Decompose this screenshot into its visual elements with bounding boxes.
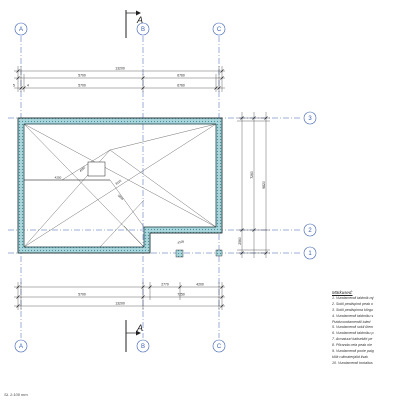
axis-bubble-c-bottom: C [212, 339, 226, 353]
note-line: 6. Vundamendi taldmiku p [332, 331, 374, 336]
svg-text:C: C [217, 344, 222, 350]
wall-outline-outer [17, 117, 223, 254]
svg-text:A: A [19, 27, 23, 33]
dimension-ticks-bottom [16, 285, 224, 308]
note-line: 8. Põranda cela peab ole [332, 343, 372, 348]
note-line: 4. Vundamendi taldmiku s [332, 313, 374, 318]
pier-block-left [175, 249, 184, 258]
note-line: 3. Sokli pealispinna kõrgu [332, 307, 373, 312]
section-marker-top: A [125, 10, 143, 38]
section-label-top: A [136, 15, 143, 25]
dim-top-left: 5 [13, 84, 15, 88]
section-label-bottom: A [136, 323, 143, 333]
dimension-ticks-top [16, 69, 224, 90]
dimension-text-bottom: 2770 4200 5700 7250 13200 [78, 283, 204, 306]
dim-bottom-right: 7250 [177, 293, 185, 297]
note-line: 10. Vundamendi tootaitus [332, 360, 373, 365]
dimension-lines-top [14, 66, 225, 92]
dimension-lines-bottom [14, 282, 225, 310]
dimension-ticks-right [240, 116, 268, 255]
axis-bubble-b-bottom: B [136, 339, 150, 353]
axis-bubble-2: 2 [303, 223, 317, 237]
note-line: kõik rullmaterjalid lisak [332, 354, 368, 359]
dim-right-lower: 2560 [238, 237, 242, 245]
dim-top-total: 13200 [115, 67, 125, 71]
dim-top-right: 6760 [177, 74, 185, 78]
note-line: 1. Vundamendi taldmik raj [332, 295, 374, 300]
svg-text:B: B [141, 344, 145, 350]
svg-text:2: 2 [308, 228, 312, 234]
dim-inner-b: 4350 [79, 165, 87, 173]
dim-bottom-b: 4200 [196, 283, 204, 287]
dim-top-right-2: 6760 [177, 84, 185, 88]
axis-bubble-b-top: B [136, 22, 150, 36]
note-line: 9. Vundamendi poole paig [332, 349, 374, 354]
svg-text:3: 3 [308, 116, 312, 122]
dim-bottom-left: 5700 [78, 293, 86, 297]
dim-inner-e: 4105 [177, 239, 185, 245]
dimension-text-right: 7260 9820 2560 [238, 171, 266, 245]
axis-bubble-c-top: C [212, 22, 226, 36]
note-line: 7. Armatuuri kaitsekiht pe [332, 337, 373, 342]
svg-text:B: B [141, 27, 145, 33]
dimension-lines-right [237, 112, 270, 258]
dimension-text-top: 13200 5700 6760 5700 6760 5 4 [13, 67, 185, 88]
axis-bubbles: A B C A B C 3 2 [14, 22, 317, 353]
chimney-opening [87, 161, 106, 177]
scale-label: SL 1:100 mm [4, 392, 28, 397]
axis-lines [8, 36, 302, 338]
pier-block-right [215, 249, 223, 257]
pier-blocks [175, 249, 223, 258]
axis-bubble-a-bottom: A [14, 339, 28, 353]
dim-inner-d: 5955 [117, 194, 125, 202]
dim-top-mid: 5700 [78, 74, 86, 78]
axis-bubble-a-top: A [14, 22, 28, 36]
note-line: Puiduvundamendil tuled [332, 319, 371, 324]
dim-inner-a: 4250 [55, 176, 62, 180]
interior-dim-text: 4250 4350 8110 5955 4105 [55, 165, 185, 244]
section-marker-bottom: A [125, 320, 143, 352]
axis-bubble-1: 1 [303, 246, 317, 260]
svg-text:C: C [217, 27, 222, 33]
svg-text:1: 1 [308, 251, 312, 257]
note-line: 5. Vundamendi sokli ülem [332, 325, 374, 330]
dim-right-upper: 7260 [250, 171, 254, 179]
notes-title: Märkused: [332, 290, 353, 295]
axis-bubble-3: 3 [303, 111, 317, 125]
dim-inner-c: 8110 [115, 179, 123, 186]
dim-bottom-a: 2770 [161, 283, 169, 287]
dim-bottom-total: 13200 [115, 302, 125, 306]
dim-top-mid-2: 5700 [78, 84, 86, 88]
dim-right-total: 9820 [262, 181, 266, 189]
note-line: 2. Sokli pealispind peab o [332, 301, 373, 306]
dim-top-mid-left: 4 [27, 84, 29, 88]
notes-panel: Märkused: 1. Vundamendi taldmik raj 2. S… [332, 290, 400, 367]
svg-text:A: A [19, 344, 23, 350]
